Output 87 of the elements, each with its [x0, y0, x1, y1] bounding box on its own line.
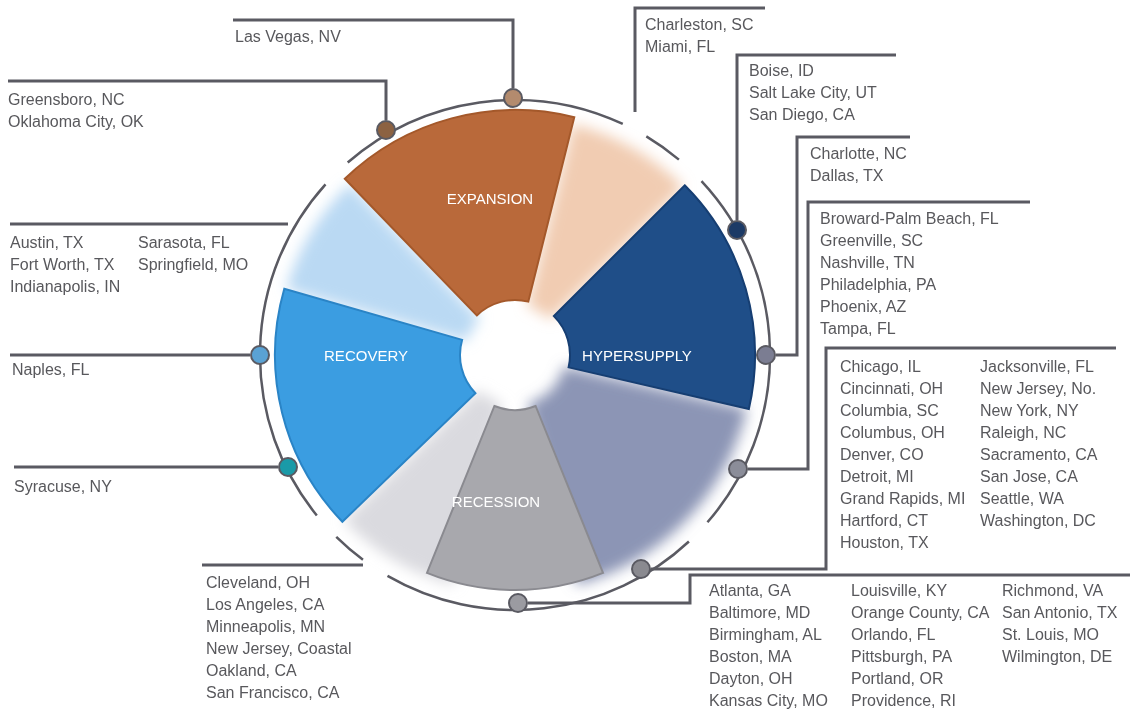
city-label: San Diego, CA: [749, 105, 855, 125]
city-label: Orlando, FL: [851, 625, 936, 645]
marker-dot: [250, 345, 270, 365]
city-label: Kansas City, MO: [709, 691, 828, 711]
leader-line: [233, 18, 515, 88]
city-label: Richmond, VA: [1002, 581, 1104, 601]
city-label: Houston, TX: [840, 533, 929, 553]
city-label: Columbia, SC: [840, 401, 939, 421]
leader-line: [651, 346, 1116, 571]
city-label: Boston, MA: [709, 647, 792, 667]
leader-line: [14, 465, 278, 469]
marker-dot: [631, 559, 651, 579]
city-label: Naples, FL: [12, 360, 90, 380]
city-label: Charleston, SC: [645, 15, 754, 35]
city-label: Nashville, TN: [820, 253, 915, 273]
city-label: Providence, RI: [851, 691, 956, 711]
city-label: Grand Rapids, MI: [840, 489, 966, 509]
city-label: Minneapolis, MN: [206, 617, 326, 637]
city-label: New York, NY: [980, 401, 1079, 421]
city-label: Jacksonville, FL: [980, 357, 1094, 377]
city-label: Columbus, OH: [840, 423, 945, 443]
city-label: Las Vegas, NV: [235, 27, 341, 47]
city-label: Greensboro, NC: [8, 90, 125, 110]
city-label: Chicago, IL: [840, 357, 921, 377]
city-label: Dallas, TX: [810, 166, 884, 186]
city-label: Oakland, CA: [206, 661, 297, 681]
city-label: Syracuse, NY: [14, 477, 112, 497]
leader-line: [10, 222, 288, 226]
marker-dot: [756, 345, 776, 365]
city-label: Sarasota, FL: [138, 233, 230, 253]
city-label: Tampa, FL: [820, 319, 896, 339]
city-label: Philadelphia, PA: [820, 275, 937, 295]
leader-line: [776, 135, 910, 357]
city-label: Baltimore, MD: [709, 603, 811, 623]
city-label: Hartford, CT: [840, 511, 928, 531]
leader-line: [528, 573, 1130, 605]
city-label: Wilmington, DE: [1002, 647, 1113, 667]
city-label: Oklahoma City, OK: [8, 112, 144, 132]
city-label: Washington, DC: [980, 511, 1096, 531]
city-label: Cincinnati, OH: [840, 379, 944, 399]
city-label: Salt Lake City, UT: [749, 83, 877, 103]
city-label: Austin, TX: [10, 233, 84, 253]
marker-dot: [503, 88, 523, 108]
city-label: Indianapolis, IN: [10, 277, 121, 297]
city-label: Boise, ID: [749, 61, 814, 81]
phase-label: RECOVERY: [324, 346, 408, 364]
city-label: Broward-Palm Beach, FL: [820, 209, 999, 229]
marker-dot: [728, 459, 748, 479]
city-label: Raleigh, NC: [980, 423, 1067, 443]
city-label: Birmingham, AL: [709, 625, 822, 645]
city-label: Sacramento, CA: [980, 445, 1098, 465]
city-label: Pittsburgh, PA: [851, 647, 953, 667]
city-label: Portland, OR: [851, 669, 944, 689]
marker-dot: [727, 220, 747, 240]
marker-dot: [508, 593, 528, 613]
city-label: Phoenix, AZ: [820, 297, 907, 317]
city-label: Los Angeles, CA: [206, 595, 325, 615]
city-label: Cleveland, OH: [206, 573, 311, 593]
leader-line: [748, 200, 1030, 471]
marker-dot: [278, 457, 298, 477]
leader-line: [8, 79, 388, 120]
city-label: New Jersey, No.: [980, 379, 1097, 399]
city-label: Springfield, MO: [138, 255, 249, 275]
city-label: Denver, CO: [840, 445, 924, 465]
city-label: San Francisco, CA: [206, 683, 340, 703]
city-label: San Jose, CA: [980, 467, 1078, 487]
city-label: St. Louis, MO: [1002, 625, 1099, 645]
phase-label: HYPERSUPPLY: [582, 346, 692, 364]
city-label: Detroit, MI: [840, 467, 914, 487]
city-label: Atlanta, GA: [709, 581, 791, 601]
leader-line: [633, 6, 765, 112]
city-label: Fort Worth, TX: [10, 255, 115, 275]
city-label: Miami, FL: [645, 37, 716, 57]
leader-line: [735, 53, 896, 220]
city-label: Greenville, SC: [820, 231, 924, 251]
phase-label: EXPANSION: [446, 189, 534, 207]
leader-line: [10, 353, 250, 357]
city-label: Seattle, WA: [980, 489, 1064, 509]
city-label: Dayton, OH: [709, 669, 793, 689]
city-label: San Antonio, TX: [1002, 603, 1118, 623]
city-label: Louisville, KY: [851, 581, 948, 601]
city-label: New Jersey, Coastal: [206, 639, 352, 659]
leader-line: [202, 563, 363, 567]
phase-label: RECESSION: [451, 492, 541, 510]
city-label: Charlotte, NC: [810, 144, 907, 164]
marker-dot: [376, 120, 396, 140]
city-label: Orange County, CA: [851, 603, 990, 623]
